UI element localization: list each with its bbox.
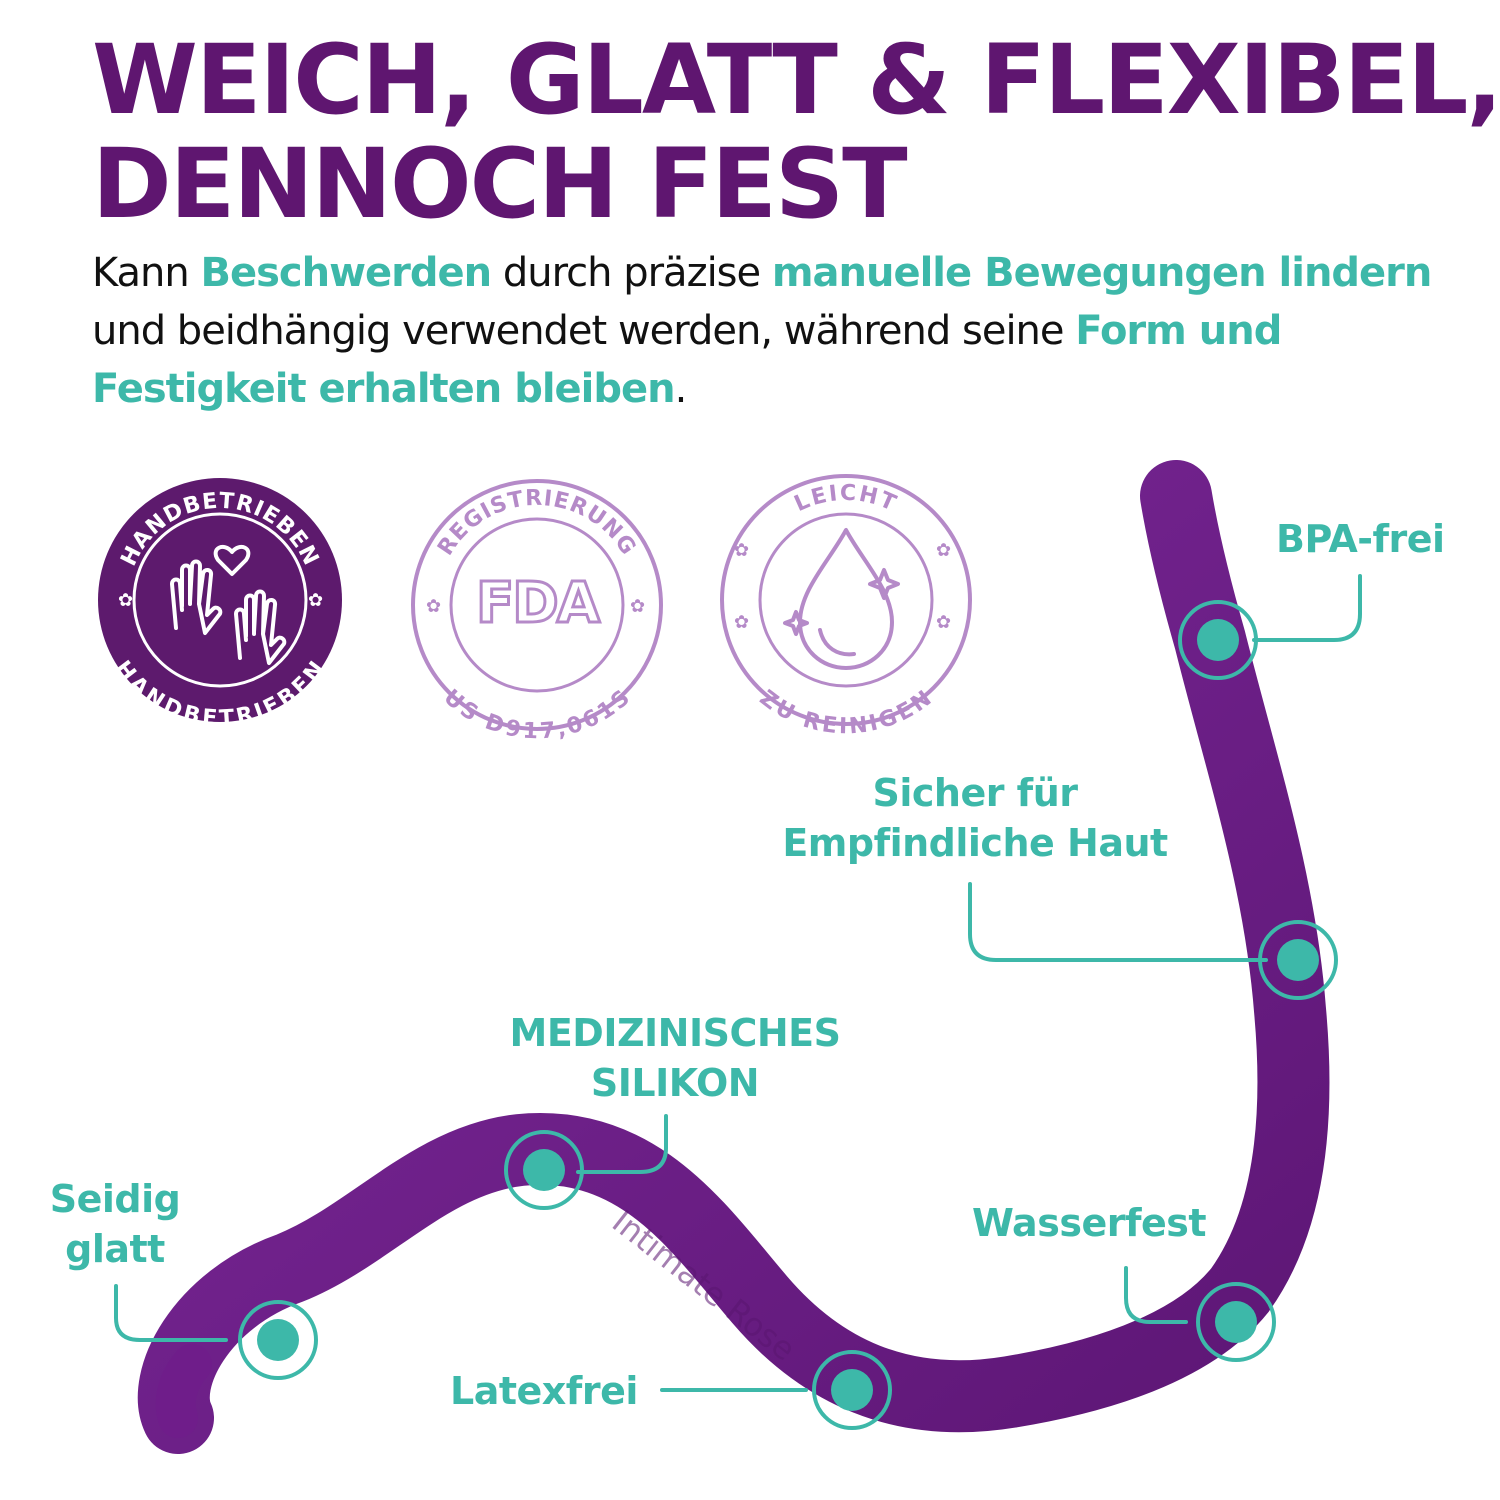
callout-skin-line-2: Empfindliche Haut	[782, 821, 1168, 865]
sub-text-1: Kann	[92, 250, 201, 296]
callout-waterproof: Wasserfest	[972, 1201, 1207, 1245]
flower-icon: ✿	[118, 590, 133, 611]
callout-silky-smooth: Seidig glatt	[42, 1174, 188, 1274]
headline-line-1: WEICH, GLATT & FLEXIBEL,	[92, 24, 1500, 136]
headline-line-2: DENNOCH FEST	[92, 128, 908, 240]
callout-dot-medical	[504, 1130, 584, 1210]
badge-outer-ring	[411, 479, 663, 731]
sub-text-4: .	[674, 366, 688, 412]
callout-dot-skin	[1258, 920, 1338, 1000]
badge-inner-ring	[132, 512, 308, 688]
sub-highlight-3: Form und Festigkeit erhalten bleiben	[92, 308, 1282, 412]
callout-latex-free: Latexfrei	[450, 1369, 638, 1413]
callout-lines	[114, 574, 1362, 1392]
sub-highlight-1: Beschwerden	[200, 250, 492, 296]
flower-icon: ✿	[308, 590, 323, 611]
badge-fda: REGISTRIERUNG US D917,061S ✿ ✿ FDA	[411, 479, 663, 744]
flower-icon: ✿	[734, 612, 749, 633]
callout-medical-line-2: SILIKON	[590, 1061, 760, 1105]
callout-sensitive-skin: Sicher für Empfindliche Haut	[770, 768, 1180, 868]
flower-icon: ✿	[426, 596, 441, 617]
badge-2-top-text: REGISTRIERUNG	[433, 486, 641, 560]
sub-text-2: durch präzise	[491, 250, 772, 296]
badge-outer-ring	[720, 474, 972, 726]
badge-3-bottom-text: ZU REINIGEN	[755, 686, 937, 740]
callout-skin-line-1: Sicher für	[872, 771, 1078, 815]
callout-medical-line-1: MEDIZINISCHES	[509, 1011, 841, 1055]
callout-line-waterproof	[1124, 1266, 1188, 1324]
callout-bpa-free: BPA-frei	[1276, 517, 1445, 561]
callout-dot-waterproof	[1196, 1282, 1276, 1362]
sub-highlight-2: manuelle Bewegungen lindern	[771, 250, 1433, 296]
callout-dot-latex	[812, 1350, 892, 1430]
fda-logo: FDA	[476, 571, 601, 636]
callout-silky-line-1: Seidig	[49, 1177, 181, 1221]
flower-icon: ✿	[936, 612, 951, 633]
badge-inner-ring	[758, 512, 934, 688]
callout-line-skin	[968, 882, 1268, 962]
callout-line-bpa	[1252, 574, 1362, 642]
badge-2-bottom-text: US D917,061S	[439, 685, 636, 744]
callout-dots	[238, 600, 1338, 1430]
callout-medical-silicone: MEDIZINISCHES SILIKON	[480, 1008, 870, 1108]
callout-line-silky	[114, 1284, 228, 1342]
drop-sparkle-icon	[783, 528, 900, 670]
flower-icon: ✿	[936, 540, 951, 561]
flower-icon: ✿	[630, 596, 645, 617]
headline: WEICH, GLATT & FLEXIBEL, DENNOCH FEST	[92, 28, 1500, 236]
callout-line-medical	[576, 1114, 668, 1174]
badge-inner-ring	[449, 517, 625, 693]
subheadline: Kann Beschwerden durch präzise manuelle …	[92, 244, 1462, 418]
badge-handbetrieben: HANDBETRIEBEN HANDBETRIEBEN ✿ ✿	[98, 478, 342, 731]
callout-silky-line-2: glatt	[65, 1227, 165, 1271]
badge-leicht-zu-reinigen: LEICHT ZU REINIGEN ✿ ✿ ✿ ✿	[720, 474, 972, 740]
callout-dot-bpa	[1178, 600, 1258, 680]
flower-icon: ✿	[734, 540, 749, 561]
callout-dot-silky	[238, 1300, 318, 1380]
hands-heart-icon	[170, 544, 287, 665]
badge-3-top-text: LEICHT	[791, 481, 901, 517]
sub-text-3: und beidhängig verwendet werden, während…	[92, 308, 1076, 354]
